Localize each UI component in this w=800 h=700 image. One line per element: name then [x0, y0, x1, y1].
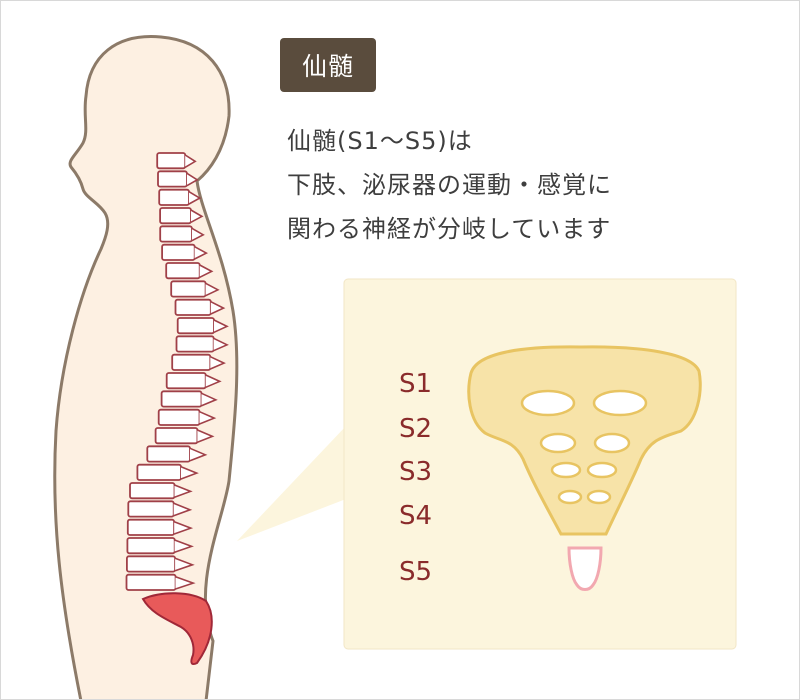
spinal-column — [125, 152, 229, 591]
vertebra-process — [199, 264, 214, 279]
foramen-s3-right — [586, 461, 618, 479]
segment-label-s1: S1 — [399, 369, 433, 399]
vertebra-body — [171, 353, 212, 371]
vertebra-process — [191, 227, 205, 242]
foramen-s2-right — [593, 432, 631, 454]
foramen-s2-left — [539, 432, 577, 454]
callout-pointer — [237, 426, 346, 541]
vertebra-process — [186, 172, 199, 187]
vertebra-body — [126, 555, 177, 573]
vertebra-process — [199, 410, 217, 425]
vertebra-body — [129, 482, 176, 500]
vertebra-body — [125, 573, 177, 591]
vertebra-process — [173, 520, 194, 535]
vertebra-body — [158, 188, 190, 206]
foramen-s3-left — [550, 461, 582, 479]
vertebra-process — [174, 557, 195, 572]
vertebra-process — [173, 502, 193, 517]
vertebra-process — [194, 245, 209, 260]
vertebra-body — [174, 298, 212, 316]
segment-label-s3: S3 — [399, 457, 433, 487]
vertebra-body — [136, 463, 182, 481]
foramen-s1-left — [520, 389, 576, 417]
sacrum-enlarged — [467, 345, 702, 536]
vertebra-process — [201, 392, 218, 407]
vertebra-body — [165, 372, 207, 390]
sacrum-highlight — [141, 592, 213, 665]
vertebra-body — [176, 317, 215, 335]
description-line-3: 関わる神経が分岐しています — [287, 215, 612, 243]
vertebra-process — [209, 355, 226, 370]
vertebra-process — [184, 154, 197, 168]
vertebra-process — [210, 300, 226, 315]
foramen-s4-right — [586, 489, 612, 505]
description-line-1: 仙髄(S1〜S5)は — [287, 127, 473, 155]
vertebra-body — [160, 390, 203, 408]
foramen-s4-left — [557, 489, 583, 505]
vertebra-body — [127, 500, 175, 518]
title-badge: 仙髄 — [280, 38, 376, 92]
vertebra-body — [157, 170, 188, 188]
vertebra-body — [170, 280, 207, 298]
description-line-2: 下肢、泌尿器の運動・感覚に — [287, 171, 612, 199]
vertebra-body — [175, 335, 215, 353]
vertebra-body — [159, 225, 193, 243]
vertebra-process — [205, 374, 222, 389]
vertebra-process — [213, 337, 229, 352]
vertebra-body — [165, 262, 201, 280]
vertebra-process — [190, 209, 204, 224]
vertebra-process — [174, 484, 193, 499]
vertebra-process — [188, 191, 202, 205]
vertebra-body — [156, 152, 187, 170]
segment-label-s2: S2 — [399, 414, 433, 444]
foramen-s1-right — [592, 389, 648, 417]
vertebra-process — [174, 539, 194, 554]
segment-label-s5: S5 — [399, 557, 433, 587]
vertebra-process — [205, 282, 220, 297]
segment-label-s4: S4 — [399, 501, 433, 531]
vertebra-body — [146, 445, 191, 463]
vertebra-process — [175, 575, 196, 590]
vertebra-process — [189, 447, 208, 462]
vertebra-process — [180, 465, 199, 480]
vertebra-body — [159, 207, 192, 225]
coccyx-enlarged — [567, 546, 603, 591]
vertebra-body — [161, 243, 196, 261]
vertebra-body — [154, 427, 199, 445]
vertebra-body — [126, 518, 176, 536]
vertebra-process — [197, 429, 215, 444]
vertebra-process — [213, 319, 229, 334]
vertebra-body — [157, 408, 201, 426]
description-text: 仙髄(S1〜S5)は 下肢、泌尿器の運動・感覚に 関わる神経が分岐しています — [287, 119, 612, 251]
vertebra-body — [126, 537, 176, 555]
